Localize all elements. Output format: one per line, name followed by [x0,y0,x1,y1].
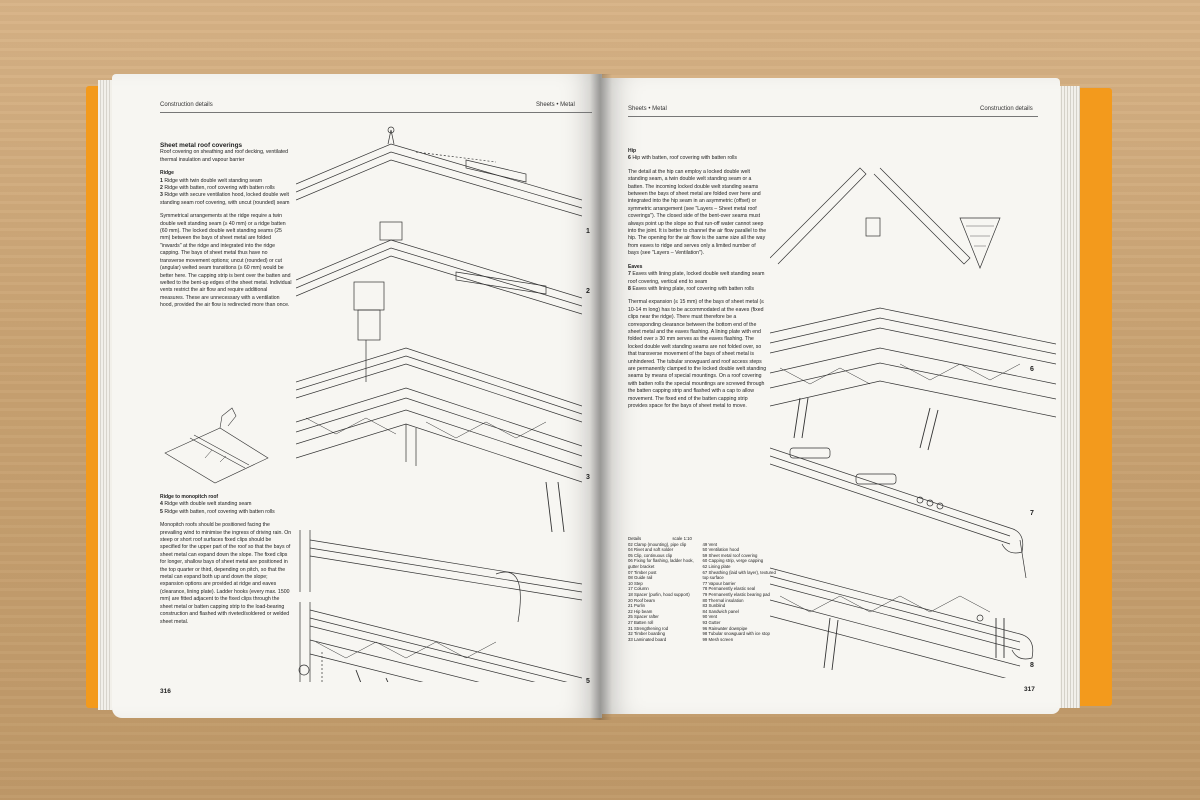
hip-body: The detail at the hip can employ a locke… [628,168,767,257]
legend-entry: 84 Sandwich panel [702,608,739,614]
mono-body: Monopitch roofs should be positioned fac… [160,522,292,625]
legend-entry: 83 Sunblind [702,603,726,609]
legend-entry: 62 Lining plate [702,563,731,569]
legend-entry: 20 Roof beam [628,597,656,603]
fig-number-7: 7 [1030,510,1034,517]
ridge-item-2: 2 Ridge with batten, roof covering with … [160,185,275,192]
legend-entry: 05 Clip, continuous clip [628,552,673,558]
eaves-item-8: 8 Eaves with lining plate, roof covering… [628,285,755,292]
legend-entry: 60 Capping strip, verge capping [702,558,764,564]
header-rule-right [628,116,1038,117]
fig-number-2: 2 [586,288,590,295]
legend-entry: 02 Clamp (mounting), pipe clip [628,541,687,547]
ridge-perspective-sketch [164,407,269,484]
fig2-drawing [296,221,582,315]
details-legend: Details scale 1:10 02 Clamp (mounting), … [628,536,778,642]
book-gutter-shadow [590,74,612,720]
right-text-column: Hip 6 Hip with batten, roof covering wit… [628,148,768,410]
eaves-item-7: 7 Eaves with lining plate, locked double… [628,271,765,285]
legend-entry: 59 Sheet metal roof covering [702,552,758,558]
legend-entry: 99 Mesh screen [702,636,734,642]
legend-entry: 27 Batten roll [628,619,654,625]
hip-item-6: 6 Hip with batten, roof covering with ba… [628,155,738,162]
legend-entry: 32 Timber boarding [628,631,666,637]
left-running-head: Construction details [160,102,213,108]
legend-entry: 98 Tubular snowguard with ice stop [702,631,770,637]
left-text-column: Sheet metal roof coverings Roof covering… [160,142,292,310]
page-number-left: 316 [160,688,171,695]
eaves-body: Thermal expansion (≤ 15 mm) of the bays … [628,299,767,409]
fig-number-6: 6 [1030,366,1034,373]
legend-entry: 67 Sheathing (laid with layer), textured… [702,569,776,581]
ridge-body: Symmetrical arrangements at the ridge re… [160,213,292,309]
mono-item-4: 4 Ridge with double welt standing seam [160,501,252,508]
legend-entry: 33 Laminated board [628,636,667,642]
fig-number-5: 5 [586,678,590,685]
fig1-drawing [296,126,582,217]
legend-entry: 90 Vent [702,614,718,620]
legend-entry: 18 Spacer (purlin, hood support) [628,591,690,597]
ridge-heading: Ridge [160,170,174,177]
left-page: Construction details Sheets • Metal Shee… [112,74,602,718]
header-rule [160,112,592,113]
legend-entry: 04 Rivet and soft solder [628,547,674,553]
mono-heading: Ridge to monopitch roof [160,494,219,500]
legend-entry: 10 Step [628,580,643,586]
section-intro: Roof covering on sheathing and roof deck… [160,149,289,163]
fig-number-3: 3 [586,474,590,481]
legend-entry: 06 Fixing for flashing, ladder hook, gut… [628,558,694,569]
eaves-heading: Eaves [628,263,643,270]
legend-entry: 31 Strengthening rod [628,625,669,631]
legend-entry: 78 Permanently elastic seal [702,586,756,592]
legend-entry: 77 Vapour barrier [702,580,736,586]
legend-col-right: 49 Vent 50 Ventilation hood 59 Sheet met… [703,542,779,643]
legend-table: 02 Clamp (mounting), pipe clip 04 Rivet … [628,542,778,643]
fig5-drawing [298,602,582,682]
right-page: Sheets • Metal Construction details Hip … [600,78,1060,714]
fig-number-1: 1 [586,228,590,235]
hip-heading: Hip [628,148,637,154]
right-running-head: Construction details [980,106,1033,112]
legend-entry: 07 Timber post [628,569,657,575]
legend-entry: 93 Gutter [702,619,721,625]
page-number-right: 317 [1024,686,1035,693]
legend-entry: 22 Hip beam [628,608,653,614]
right-page-hip-eaves-drawings [770,167,1056,678]
fig6-drawing [770,167,1056,451]
fig7-drawing [770,447,1027,579]
legend-entry: 49 Vent [702,541,718,547]
legend-entry: 80 Thermal insulation [702,597,744,603]
legend-entry: 17 Column [628,586,649,592]
legend-entry: 50 Ventilation hood [702,547,740,553]
left-page-ridge-drawings [296,126,582,682]
right-running-head-left: Sheets • Metal [628,106,667,112]
fig-number-8: 8 [1030,662,1034,669]
left-running-head-right: Sheets • Metal [536,102,575,108]
legend-header: Details scale 1:10 [628,536,692,541]
fig8-drawing [770,567,1034,678]
legend-entry: 21 Purlin [628,603,645,609]
mono-item-5: 5 Ridge with batten, roof covering with … [160,508,275,515]
ridge-item-3: 3 Ridge with secure ventilation hood, lo… [160,192,290,206]
section-title: Sheet metal roof coverings [160,142,243,149]
legend-entry: 79 Permanently elastic bearing pad [702,591,770,597]
legend-entry: 08 Guide rail [628,575,653,581]
legend-entry: 96 Rainwater downpipe [702,625,748,631]
ridge-item-1: 1 Ridge with twin double welt standing s… [160,177,263,184]
legend-entry: 25 Spacer rafter [628,614,659,620]
fig3-drawing [296,281,582,533]
fig4-drawing [299,530,582,623]
legend-col-left: 02 Clamp (mounting), pipe clip 04 Rivet … [628,542,703,643]
left-text-column-2: Ridge to monopitch roof 4 Ridge with dou… [160,488,292,626]
